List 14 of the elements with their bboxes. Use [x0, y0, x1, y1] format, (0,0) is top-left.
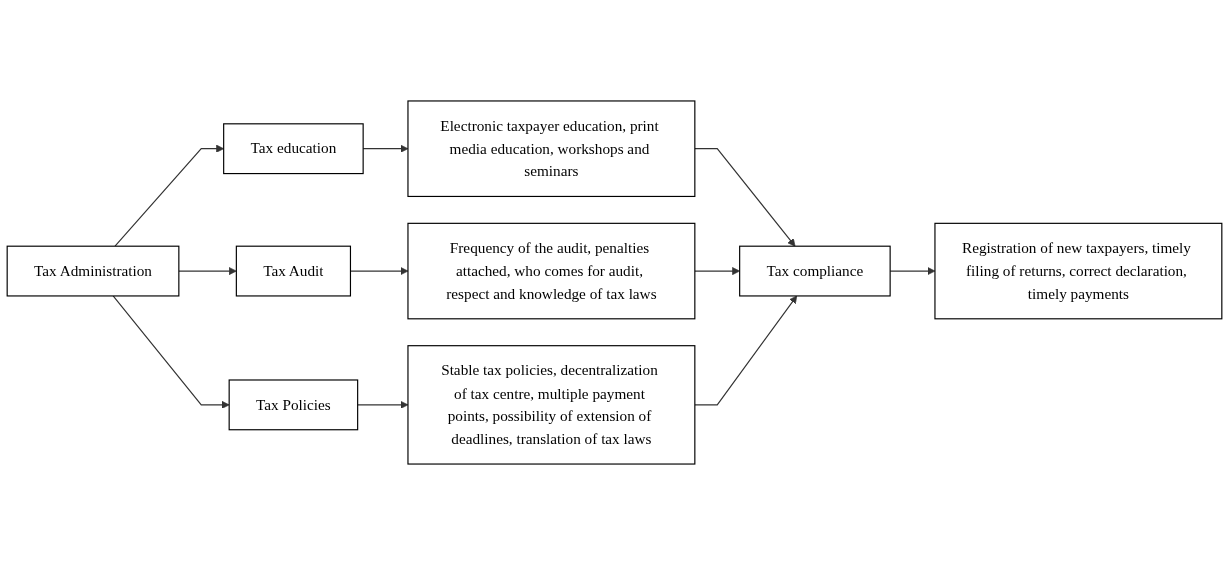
node-box: Stable tax policies, decentralization of tax centre, multiple payment points, possibility of extension of deadlines, translation of tax laws: [407, 345, 696, 465]
arrow: [112, 295, 230, 409]
node-box: Tax compliance: [739, 245, 891, 297]
node-box: Frequency of the audit, penalties attached, who comes for audit, respect and knowledge of tax laws: [407, 222, 696, 320]
node-box: Registration of new taxpayers, timely filing of returns, correct declaration, timely payments: [934, 222, 1223, 320]
arrow: [694, 295, 798, 406]
node-box: Tax Administration: [6, 245, 180, 297]
node-box: Tax Audit: [235, 245, 352, 297]
arrow: [178, 267, 237, 275]
node-box: Electronic taxpayer education, print media education, workshops and seminars: [407, 100, 696, 198]
node-box: Tax education: [223, 123, 364, 175]
arrow: [694, 267, 740, 275]
node-box: Tax Policies: [228, 379, 359, 431]
arrow: [694, 148, 796, 247]
